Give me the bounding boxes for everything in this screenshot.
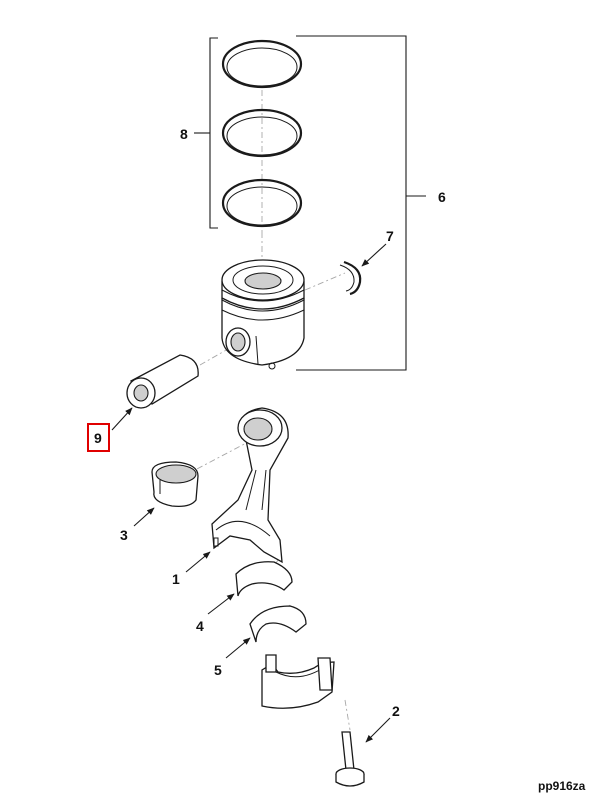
figure-reference-code: pp916za: [538, 779, 586, 793]
leader-7: [361, 243, 387, 267]
piston-pin: [126, 354, 199, 409]
piston: [221, 259, 305, 370]
callouts: 8 6 7 9 3 1 4 5 2: [87, 126, 446, 719]
callout-3[interactable]: 3: [120, 527, 128, 543]
connecting-rod-cap-bolt: [335, 731, 365, 787]
callout-9-highlight: [87, 423, 110, 452]
callout-6[interactable]: 6: [438, 189, 446, 205]
leader-9: [111, 407, 133, 431]
leader-3: [133, 507, 155, 527]
bracket-piston-rings: [209, 37, 218, 229]
connecting-rod-cap: [261, 654, 335, 709]
leader-2: [365, 717, 391, 743]
callout-9[interactable]: 9: [94, 430, 102, 446]
piston-ring-second: [221, 108, 303, 158]
connecting-rod: [211, 407, 289, 564]
connecting-rod-bearing-lower: [249, 605, 307, 643]
bracket-piston-assembly: [296, 35, 407, 371]
leader-lines: [111, 243, 391, 743]
leader-4: [207, 593, 235, 615]
piston-ring-set: [221, 39, 303, 228]
piston-pin-bushing: [151, 461, 199, 508]
callout-5[interactable]: 5: [214, 662, 222, 678]
leader-1: [185, 551, 211, 573]
callout-7[interactable]: 7: [386, 228, 394, 244]
callout-2[interactable]: 2: [392, 703, 400, 719]
piston-ring-top: [221, 39, 303, 89]
callout-1[interactable]: 1: [172, 571, 180, 587]
callout-4[interactable]: 4: [196, 618, 204, 634]
connecting-rod-bearing-upper: [235, 561, 293, 597]
piston-pin-retainer: [339, 260, 362, 296]
leader-5: [225, 637, 251, 659]
callout-8[interactable]: 8: [180, 126, 188, 142]
piston-ring-oil: [221, 178, 303, 228]
